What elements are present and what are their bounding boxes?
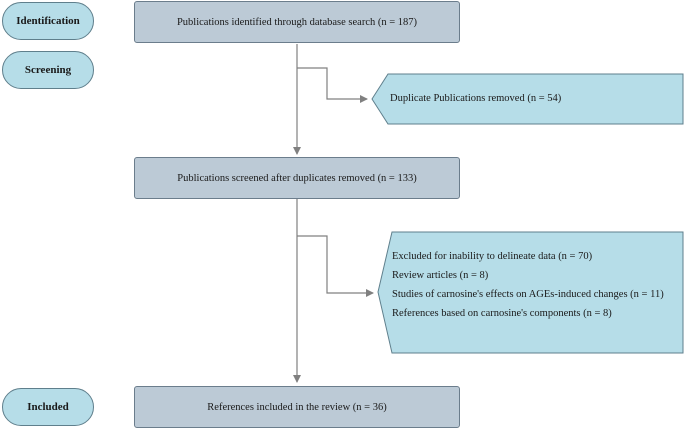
duplicates-removed-shape <box>371 73 684 125</box>
stage-screening-label: Screening <box>24 64 72 76</box>
identified-box: Publications identified through database… <box>134 1 460 43</box>
exclusion-reason-item: References based on carnosine's componen… <box>392 308 612 319</box>
duplicates-removed-label: Duplicate Publications removed (n = 54) <box>390 93 562 104</box>
stage-screening: Screening <box>2 51 94 89</box>
screening-exclusions-list: Excluded for inability to delineate data… <box>392 247 664 323</box>
included-text: References included in the review (n = 3… <box>207 401 387 413</box>
screened-text: Publications screened after duplicates r… <box>177 172 417 184</box>
identified-text: Publications identified through database… <box>176 16 418 28</box>
arrow-to-screening-exclusions <box>297 235 374 297</box>
screened-box: Publications screened after duplicates r… <box>134 157 460 199</box>
stage-included: Included <box>2 388 94 426</box>
exclusion-reason-item: Review articles (n = 8) <box>392 270 489 281</box>
duplicates-removed-text: Duplicate Publications removed (n = 54) <box>390 89 561 108</box>
exclusion-reason-item: Studies of carnosine's effects on AGEs-i… <box>392 289 664 300</box>
stage-included-label: Included <box>27 401 69 413</box>
exclusion-reason-item: Excluded for inability to delineate data… <box>392 251 593 262</box>
stage-identification-label: Identification <box>16 15 80 27</box>
included-box: References included in the review (n = 3… <box>134 386 460 428</box>
stage-identification: Identification <box>2 2 94 40</box>
arrow-to-duplicates <box>297 67 368 103</box>
screening-exclusions-shape <box>377 231 684 354</box>
